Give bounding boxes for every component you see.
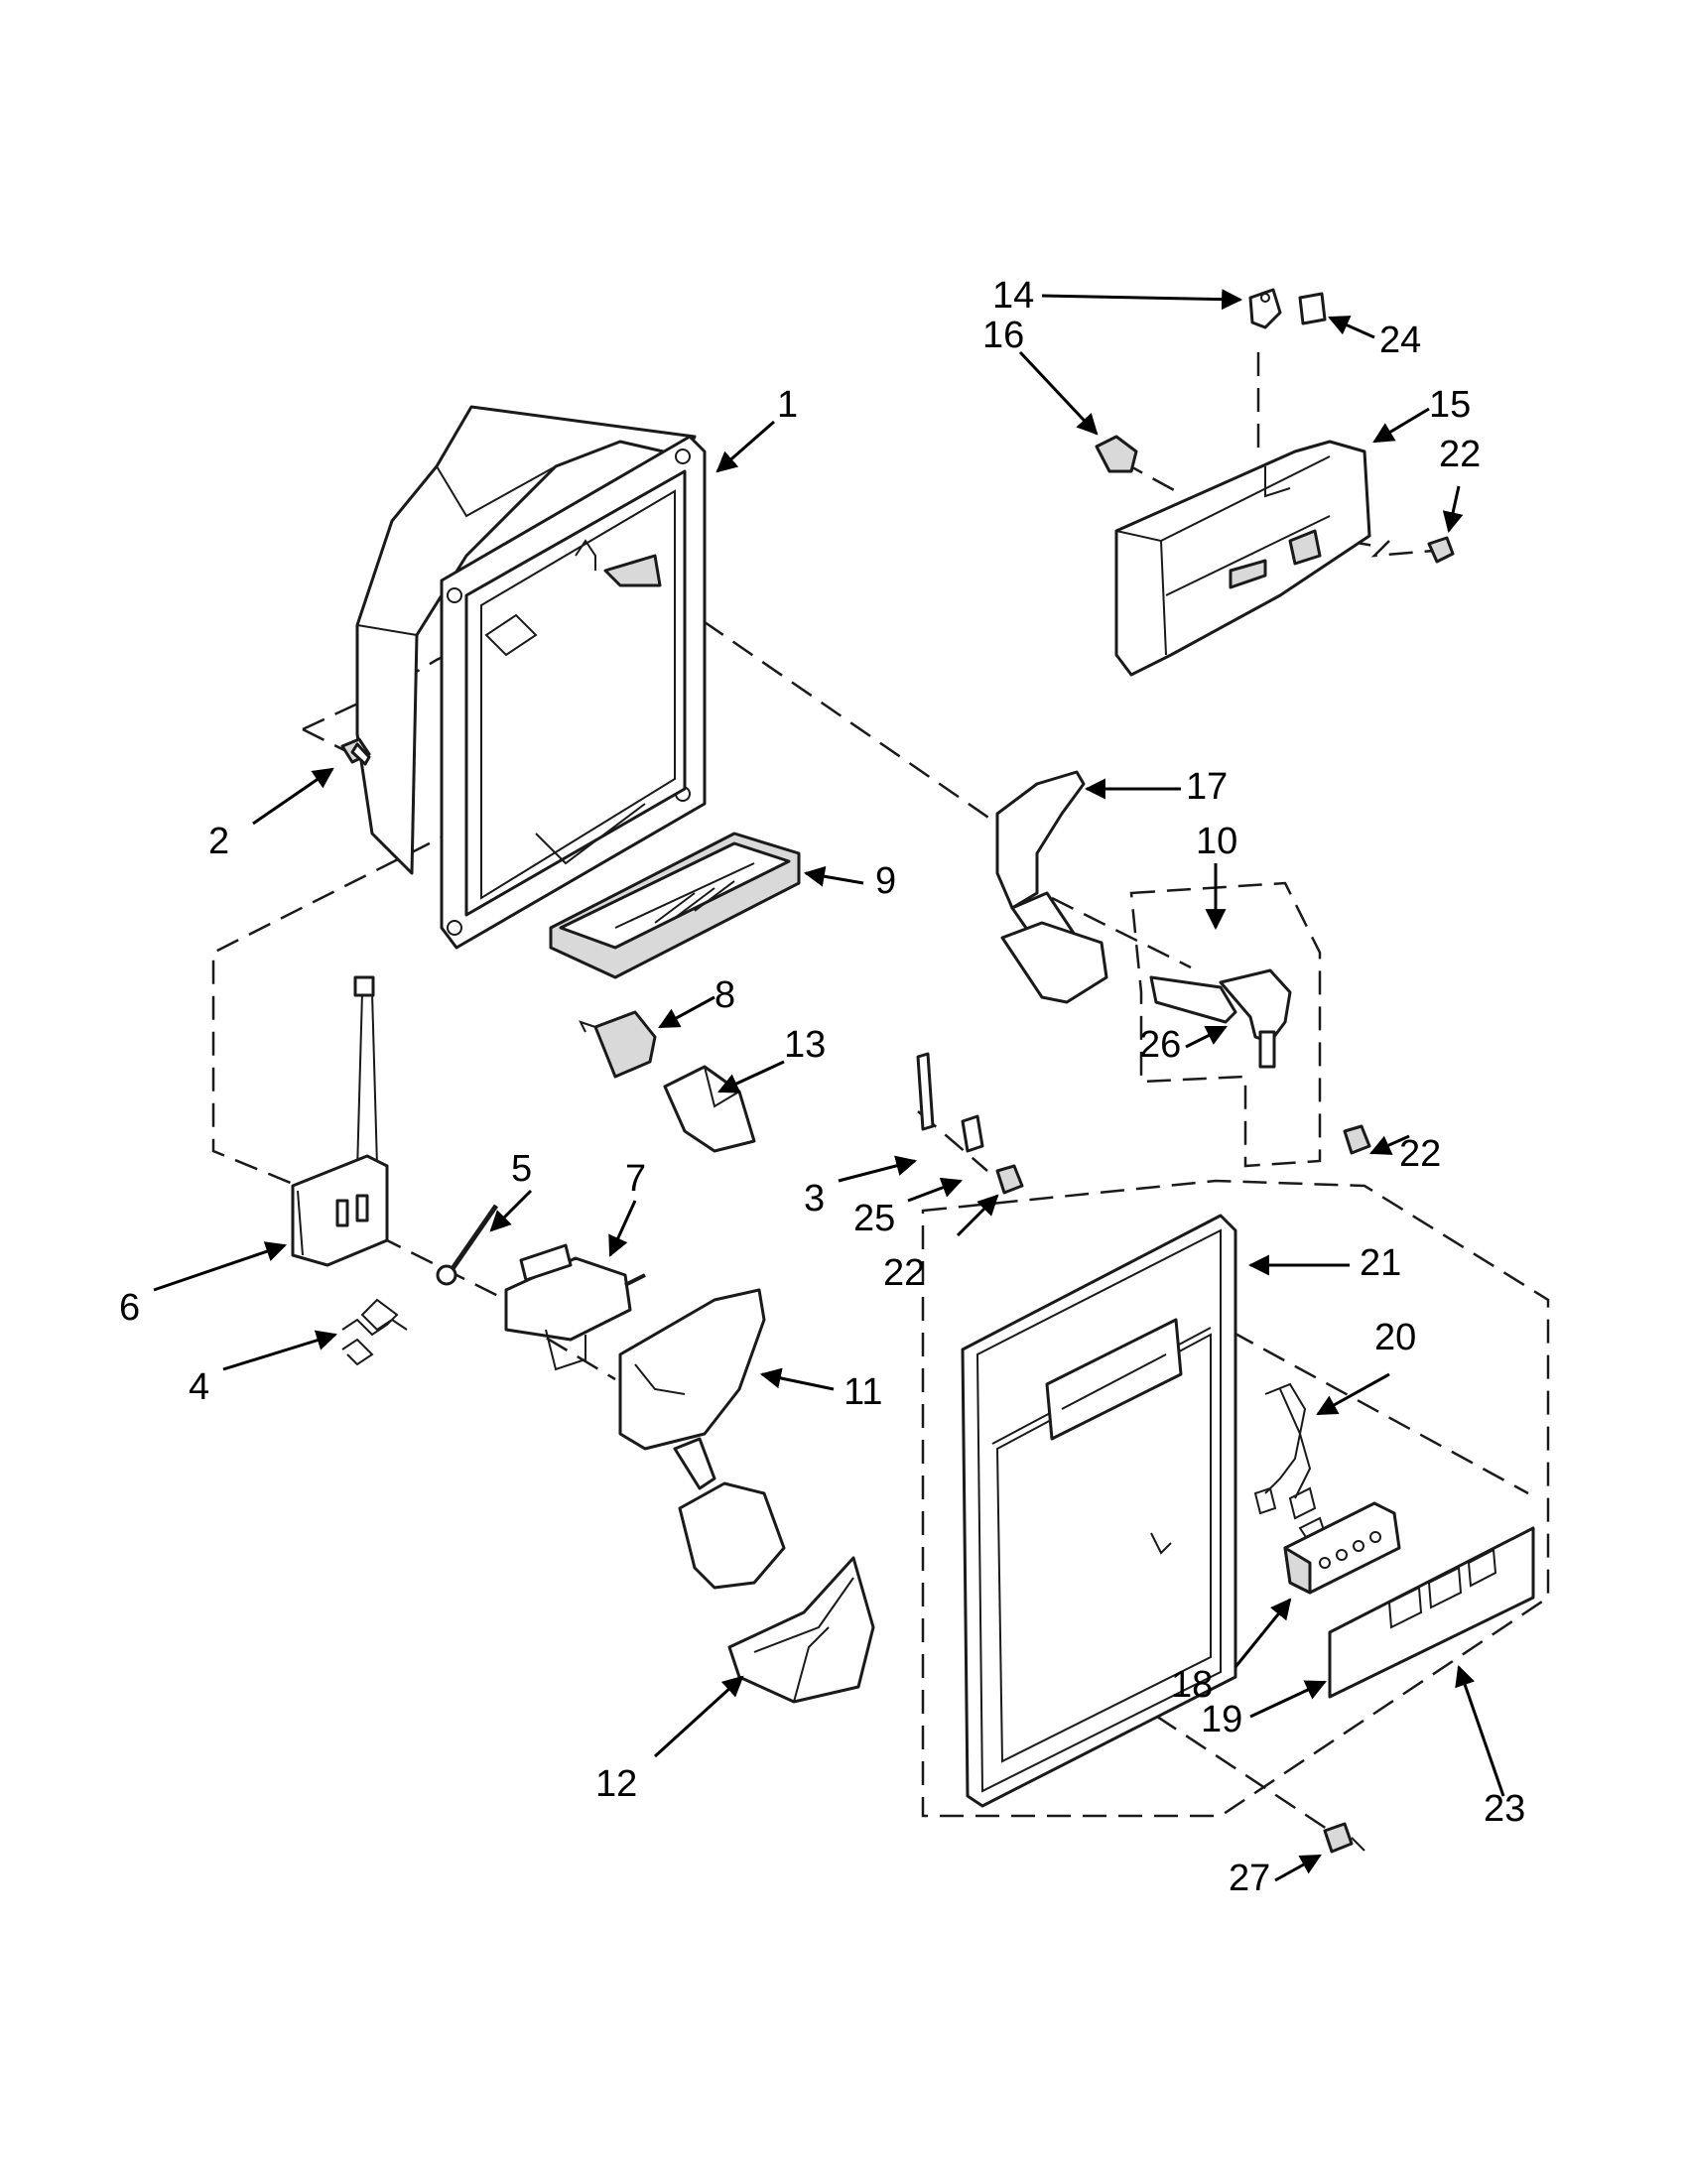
switch-part-6: [291, 975, 389, 1267]
arrow-9: [803, 865, 864, 887]
callout-10: 10: [1196, 821, 1237, 862]
callout-18: 18: [1171, 1664, 1213, 1706]
screw-part-2: [340, 737, 371, 766]
arrow-22-center: [956, 1194, 999, 1237]
arrow-12: [653, 1675, 744, 1758]
spring-part-3: [916, 1052, 935, 1131]
screw-part-27: [1323, 1822, 1365, 1854]
callout-21: 21: [1360, 1242, 1401, 1284]
callout-22-center: 22: [883, 1252, 925, 1294]
arrow-14: [1041, 289, 1243, 311]
callout-13: 13: [784, 1024, 826, 1066]
callout-15: 15: [1429, 384, 1471, 426]
chute-part-12: [727, 1556, 875, 1704]
callout-17: 17: [1186, 766, 1228, 808]
overlay-part-19: [1328, 1526, 1535, 1699]
actuator-part-7: [504, 1243, 646, 1371]
arrow-23: [1455, 1665, 1505, 1797]
arrow-2: [252, 767, 334, 826]
arrow-24: [1328, 316, 1375, 339]
clip-part-25: [961, 1114, 984, 1153]
callout-22-upper: 22: [1439, 434, 1481, 475]
callout-7: 7: [625, 1158, 646, 1200]
arrow-11: [759, 1367, 835, 1391]
arrow-26: [1185, 1025, 1228, 1049]
callout-16: 16: [982, 315, 1024, 356]
rod-part-5: [436, 1204, 499, 1286]
arrow-6: [153, 1241, 287, 1292]
screw-part-22-upper: [1427, 536, 1455, 564]
control-board-part-18: [1283, 1501, 1401, 1595]
callout-2: 2: [208, 821, 229, 862]
callout-3: 3: [804, 1178, 825, 1220]
arrow-7: [608, 1200, 637, 1257]
callout-5: 5: [511, 1148, 532, 1190]
dispenser-housing: [355, 405, 707, 950]
arrow-18: [1234, 1598, 1292, 1668]
callout-24: 24: [1379, 320, 1421, 361]
spring-part-4: [341, 1298, 408, 1366]
actuator-part-26: [1149, 968, 1292, 1069]
callout-23: 23: [1484, 1788, 1525, 1830]
callout-27: 27: [1229, 1858, 1270, 1899]
callout-9: 9: [875, 860, 896, 902]
arrow-20: [1316, 1372, 1390, 1416]
callout-6: 6: [119, 1287, 140, 1329]
arrow-19: [1249, 1680, 1327, 1719]
arrow-3: [838, 1155, 918, 1183]
callout-4: 4: [189, 1366, 209, 1408]
arrow-16: [1018, 350, 1099, 436]
leader-arrows: [153, 289, 1505, 1882]
switch-part-14: [1248, 288, 1282, 329]
callout-20: 20: [1374, 1317, 1416, 1358]
callout-labels: 1 2 3 4 5 6 7 8 9 10 11 12 13 14 15 16 1…: [119, 275, 1525, 1899]
harness-part-20: [1253, 1382, 1327, 1542]
drip-grille: [549, 832, 801, 979]
callout-1: 1: [777, 384, 798, 426]
solenoid-part-8: [579, 1010, 657, 1079]
arrow-1: [715, 420, 775, 473]
arrow-4: [222, 1330, 338, 1371]
screw-part-22-center: [995, 1164, 1024, 1195]
arrow-27: [1274, 1854, 1322, 1882]
cover-part-13: [663, 1065, 756, 1153]
arrow-15: [1372, 407, 1430, 444]
callout-25: 25: [853, 1198, 895, 1239]
arrow-5: [489, 1189, 533, 1232]
callout-22-right: 22: [1399, 1133, 1441, 1175]
arrow-13: [717, 1060, 785, 1093]
callout-19: 19: [1201, 1699, 1242, 1740]
lever-part-17: [995, 770, 1108, 1004]
arrow-25: [907, 1177, 963, 1203]
callout-11: 11: [844, 1371, 882, 1413]
callout-12: 12: [595, 1763, 637, 1805]
arrow-22-upper: [1442, 485, 1464, 534]
callout-14: 14: [992, 275, 1034, 317]
arrow-22-right: [1369, 1134, 1410, 1155]
plug-part-16: [1095, 435, 1138, 473]
arrow-8: [658, 995, 715, 1029]
insulator-part-24: [1298, 292, 1327, 325]
screw-part-22-right: [1343, 1124, 1371, 1155]
callout-26: 26: [1139, 1024, 1181, 1066]
panel-part-21: [961, 1214, 1237, 1808]
lever-part-11: [618, 1288, 786, 1590]
callout-8: 8: [714, 974, 735, 1016]
bracket-part-15: [1114, 440, 1371, 677]
